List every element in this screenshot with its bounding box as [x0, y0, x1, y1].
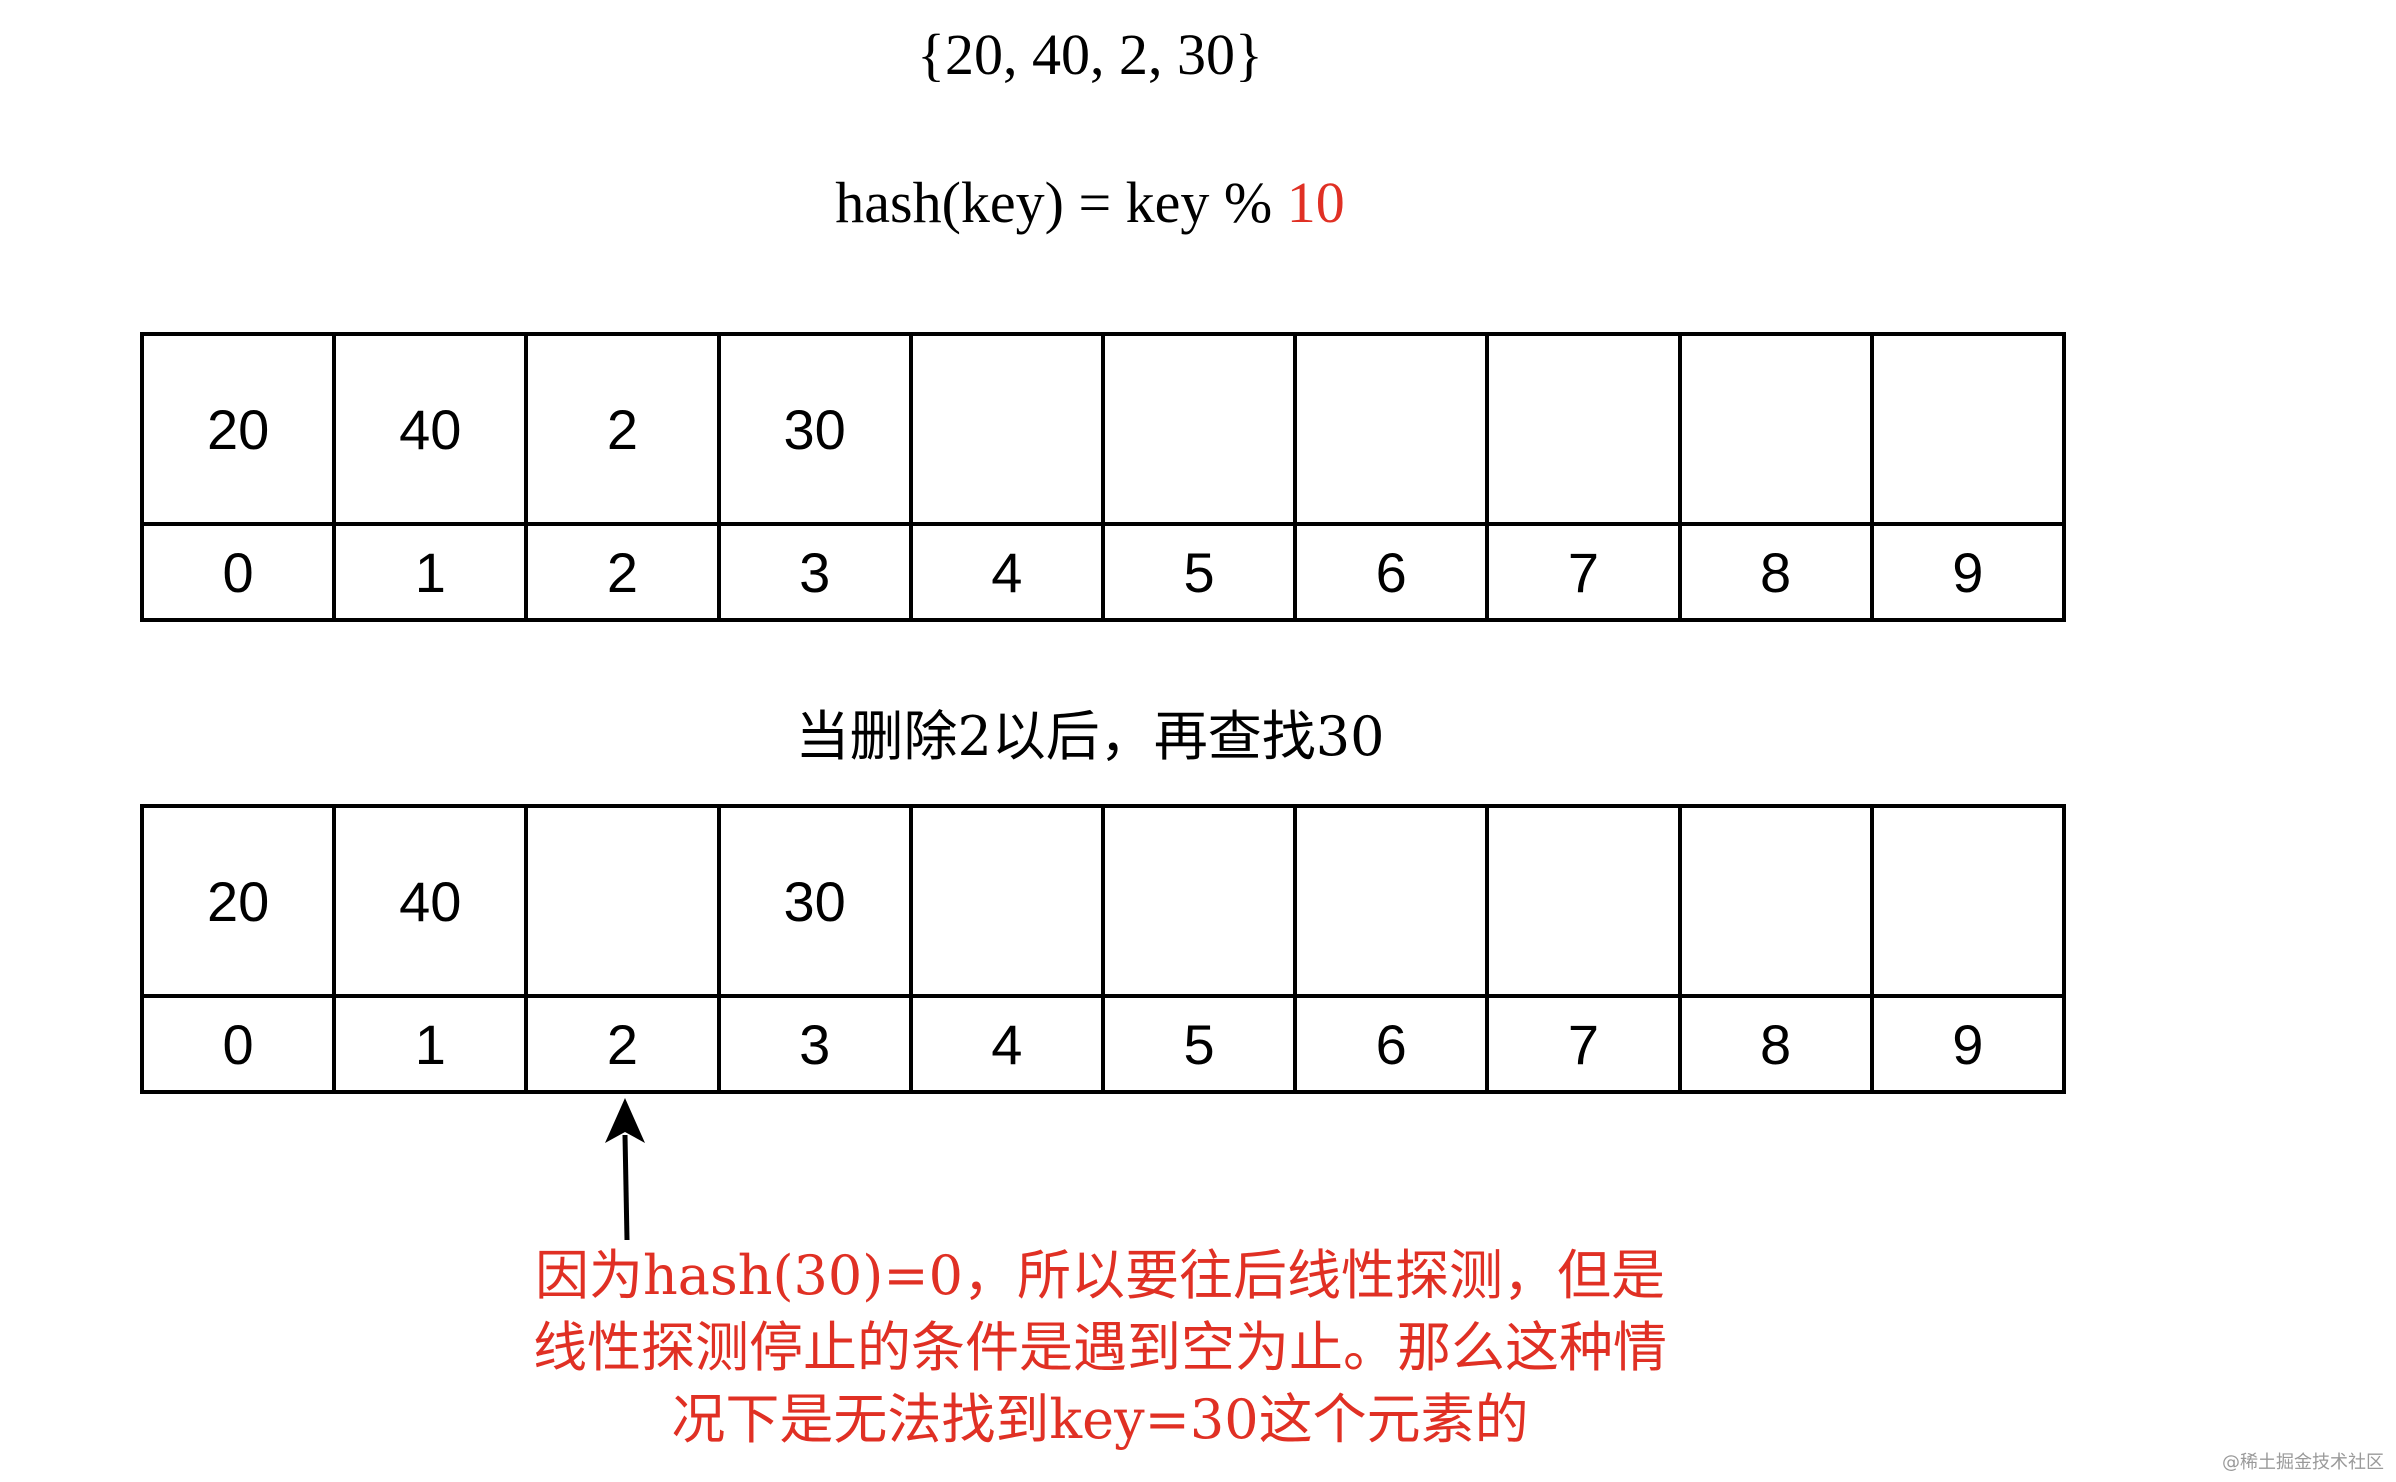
slot-index-1: 1 — [332, 994, 529, 1094]
slot-index-9: 9 — [1869, 994, 2067, 1094]
slot-value-4 — [908, 332, 1105, 526]
caption-after-delete: 当删除2以后，再查找30 — [795, 705, 1385, 768]
hash-table-before: 20 40 2 30 0 1 2 3 4 5 6 7 8 9 — [139, 332, 2067, 622]
slot-index-1: 1 — [332, 522, 529, 622]
slot-value-9 — [1869, 332, 2067, 526]
note-line-1: 因为hash(30)=0，所以要往后线性探测，但是 — [535, 1244, 1665, 1307]
slot-value-7 — [1485, 332, 1682, 526]
hash-modulus: 10 — [1286, 170, 1345, 235]
slot-value-9 — [1869, 804, 2067, 998]
slot-index-2: 2 — [524, 994, 721, 1094]
slot-index-4: 4 — [908, 994, 1105, 1094]
hash-formula-text: hash(key) = key % — [835, 170, 1287, 235]
slot-index-8: 8 — [1677, 522, 1874, 622]
slot-value-5 — [1100, 804, 1298, 998]
slot-value-4 — [908, 804, 1105, 998]
arrow-head — [605, 1098, 645, 1143]
hash-table-after: 20 40 30 0 1 2 3 4 5 6 7 8 9 — [139, 804, 2067, 1094]
slot-index-5: 5 — [1100, 994, 1298, 1094]
slot-index-6: 6 — [1293, 522, 1490, 622]
index-row: 0 1 2 3 4 5 6 7 8 9 — [139, 994, 2067, 1094]
slot-value-8 — [1677, 332, 1874, 526]
slot-value-6 — [1293, 804, 1490, 998]
slot-value-3: 30 — [716, 332, 913, 526]
slot-index-0: 0 — [139, 994, 337, 1094]
slot-index-5: 5 — [1100, 522, 1298, 622]
watermark: @稀土掘金技术社区 — [2222, 1452, 2384, 1473]
slot-value-1: 40 — [332, 332, 529, 526]
slot-index-3: 3 — [716, 994, 913, 1094]
hash-formula: hash(key) = key % 10 — [0, 168, 2180, 238]
note-line-3: 况下是无法找到key=30这个元素的 — [671, 1388, 1529, 1451]
slot-value-2: 2 — [524, 332, 721, 526]
slot-index-9: 9 — [1869, 522, 2067, 622]
slot-value-8 — [1677, 804, 1874, 998]
slot-value-5 — [1100, 332, 1298, 526]
slot-index-0: 0 — [139, 522, 337, 622]
slot-index-4: 4 — [908, 522, 1105, 622]
slot-value-0: 20 — [139, 332, 337, 526]
slot-value-3: 30 — [716, 804, 913, 998]
slot-value-0: 20 — [139, 804, 337, 998]
slot-index-3: 3 — [716, 522, 913, 622]
slot-index-7: 7 — [1485, 994, 1682, 1094]
key-set-title: {20, 40, 2, 30} — [917, 22, 1263, 87]
slot-index-8: 8 — [1677, 994, 1874, 1094]
arrow-shaft — [622, 1134, 630, 1241]
index-row: 0 1 2 3 4 5 6 7 8 9 — [139, 522, 2067, 622]
slot-value-6 — [1293, 332, 1490, 526]
slot-index-6: 6 — [1293, 994, 1490, 1094]
value-row: 20 40 2 30 — [139, 332, 2067, 526]
value-row: 20 40 30 — [139, 804, 2067, 998]
note-line-2: 线性探测停止的条件是遇到空为止。那么这种情 — [533, 1316, 1667, 1379]
slot-value-1: 40 — [332, 804, 529, 998]
slot-index-7: 7 — [1485, 522, 1682, 622]
slot-value-2 — [524, 804, 721, 998]
slot-value-7 — [1485, 804, 1682, 998]
explanation-note: 因为hash(30)=0，所以要往后线性探测，但是 线性探测停止的条件是遇到空为… — [0, 1240, 2200, 1456]
slot-index-2: 2 — [524, 522, 721, 622]
